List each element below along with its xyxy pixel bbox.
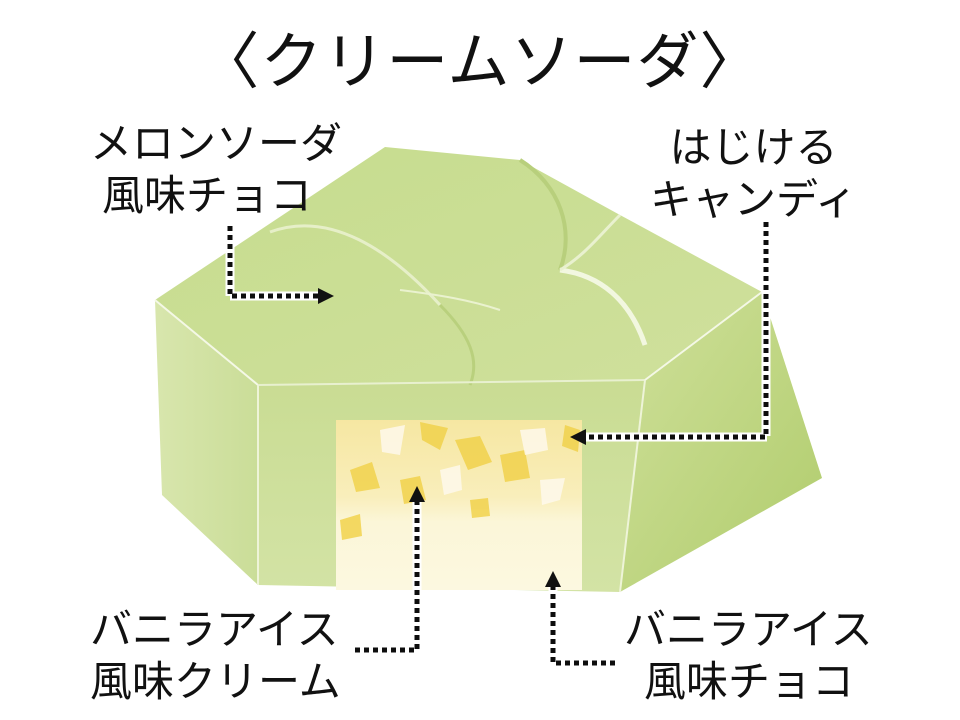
- arrow-up-icon: [545, 571, 561, 587]
- label-vanilla-cream: バニラアイス 風味クリーム: [90, 604, 341, 708]
- popping-candy-pieces: [340, 422, 580, 540]
- arrow-up-icon: [409, 486, 425, 502]
- label-vanilla-choco: バニラアイス 風味チョコ: [624, 604, 873, 708]
- arrow-heads: [318, 288, 586, 587]
- label-line: はじける: [669, 123, 838, 172]
- chocolate-right-face: [620, 292, 822, 592]
- label-line: キャンディ: [650, 175, 858, 224]
- label-line: メロンソーダ: [90, 119, 343, 168]
- arrow-left-icon: [570, 429, 586, 445]
- leader-vanilla-cream: [355, 500, 420, 653]
- label-line: 風味クリーム: [90, 657, 341, 706]
- label-line: バニラアイス: [624, 605, 873, 654]
- label-line: バニラアイス: [90, 605, 339, 654]
- leader-lines: [227, 222, 769, 666]
- chocolate-left-face: [155, 300, 258, 585]
- leader-vanilla-choco: [550, 585, 618, 666]
- chocolate-top-face: [155, 147, 762, 385]
- label-line: 風味チョコ: [102, 171, 313, 220]
- arrow-right-icon: [318, 288, 334, 304]
- leader-popping-candy: [584, 222, 769, 440]
- product-title: 〈クリームソーダ〉: [197, 25, 763, 98]
- label-line: 風味チョコ: [644, 657, 855, 706]
- label-melon-soda-choco: メロンソーダ 風味チョコ: [90, 118, 342, 222]
- label-popping-candy: はじける キャンディ: [650, 122, 857, 226]
- leader-melon-soda-choco: [227, 226, 320, 299]
